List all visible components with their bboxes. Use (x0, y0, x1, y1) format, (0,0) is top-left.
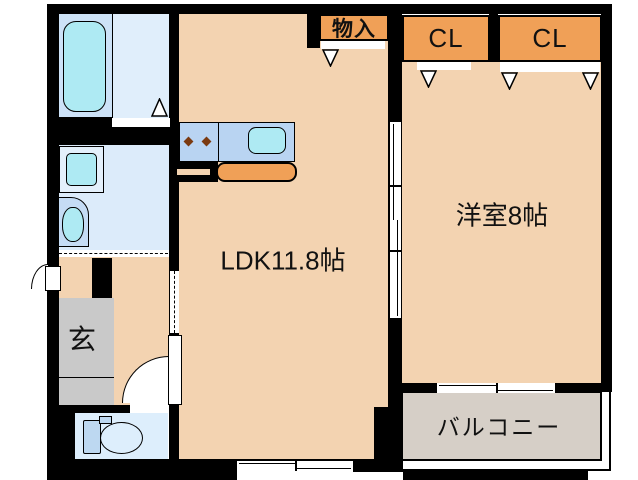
ldk-window-tick (295, 461, 297, 471)
wall-bath-wash-right (112, 127, 170, 145)
toilet-flush-button (99, 416, 112, 424)
closet-left-door (417, 62, 471, 70)
sliding-door-tick-2 (390, 250, 401, 252)
ldk-window-pane-b (295, 468, 351, 469)
ldk-bottom-window (237, 461, 353, 471)
ldk-window-pane-a (239, 463, 295, 464)
kitchen-pass-slot (177, 169, 210, 175)
wall-entry-stub (92, 258, 112, 298)
sliding-door-panel-a (393, 124, 394, 220)
storage-label: 物入 (332, 17, 376, 41)
toilet-tank (83, 420, 101, 454)
kitchen-island-counter (216, 162, 297, 182)
wall-bottom-right-bar (403, 471, 588, 480)
entrance-label: 玄 (67, 324, 97, 355)
balcony-area (401, 391, 602, 461)
balcony-sliding-window (437, 383, 555, 393)
bathroom-door-swing-icon (151, 98, 168, 117)
bathtub-fixture (63, 21, 106, 112)
wall-storage-stub (307, 14, 320, 48)
entrance-door-leaf (45, 266, 61, 291)
closet-right-door (500, 62, 600, 72)
balcony-window-tick (496, 383, 498, 393)
toilet-doorway (130, 397, 168, 413)
hall-ldk-folding-door-line (173, 271, 175, 333)
bedroom-area (402, 62, 602, 383)
wall-bath-wash-left (58, 117, 112, 145)
wall-above-window (237, 459, 353, 461)
wall-hall-ldk (169, 14, 179, 460)
wall-bedroom-balcony-left (402, 383, 437, 392)
wall-bottom-mid (353, 459, 403, 472)
hall-entry-area (58, 257, 170, 298)
bathroom-door (112, 118, 170, 127)
ldk-bedroom-sliding-door (390, 122, 401, 318)
closet-right-label: CL (532, 23, 568, 53)
closet-right-door-swing-left-icon (501, 72, 518, 90)
wall-kitchen-block (175, 161, 218, 182)
washroom-folding-door (59, 250, 168, 257)
wall-top (47, 4, 612, 14)
wall-bottom-left (47, 459, 237, 480)
washroom-folding-door-line (59, 253, 168, 254)
balcony-outline-bottom (401, 469, 611, 471)
kitchen-counter-divider (218, 123, 219, 161)
bedroom-label: 洋室8帖 (455, 200, 549, 231)
closet-right: CL (498, 15, 602, 62)
storage-closet: 物入 (319, 14, 389, 41)
wall-toilet-top (57, 405, 134, 413)
storage-door (321, 41, 385, 49)
genkan-area (57, 298, 114, 405)
toilet-door-leaf (168, 335, 182, 405)
balcony-window-pane-a (439, 385, 496, 386)
genkan-step-line (57, 377, 114, 378)
sliding-door-tick-1 (390, 185, 401, 187)
closet-right-door-swing-right-icon (582, 72, 599, 90)
balcony-label: バルコニー (436, 414, 562, 440)
wall-ldk-bedroom-foot (374, 407, 388, 460)
wall-right (601, 4, 612, 392)
ldk-area (179, 14, 388, 459)
wall-left (47, 4, 59, 480)
toilet-bowl (100, 422, 143, 454)
sliding-door-panel-b (397, 220, 398, 316)
kitchen-sink (248, 127, 286, 154)
wall-bedroom-balcony-right (555, 383, 602, 392)
storage-door-swing-icon (322, 49, 339, 67)
closet-left-door-swing-icon (420, 70, 437, 88)
closet-left: CL (402, 15, 490, 62)
vanity-basin (62, 207, 84, 242)
wall-closet-divider (489, 14, 498, 62)
hall-ldk-folding-door (170, 271, 179, 333)
balcony-outline-right (609, 391, 611, 471)
closet-left-label: CL (428, 23, 464, 53)
balcony-window-pane-b (496, 390, 553, 391)
ldk-label: LDK11.8帖 (220, 245, 346, 276)
washing-machine-drum (66, 153, 97, 186)
